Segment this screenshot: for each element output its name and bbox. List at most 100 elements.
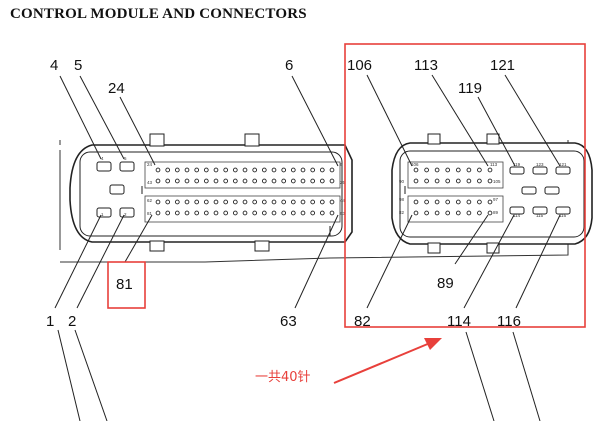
pin-mark: 81: [147, 211, 153, 216]
pin-mark: 105: [493, 179, 501, 184]
pin-mark: 98: [399, 197, 405, 202]
connector-a-large-pin: [119, 207, 135, 218]
connector-b-pin-area: [407, 195, 504, 223]
pin-socket: [310, 199, 316, 205]
callout-4: 4: [50, 57, 58, 74]
pin-socket: [424, 167, 429, 173]
pin-socket: [242, 210, 248, 216]
leader-lines: [54, 74, 561, 421]
pin-socket: [445, 199, 451, 205]
pin-socket: [329, 210, 335, 216]
pin-mark: 119: [513, 162, 521, 167]
large-pin-socket: [555, 166, 571, 175]
large-pin-socket: [509, 166, 525, 175]
connector-a-large-pin: [119, 161, 135, 172]
connector-a-pin-area: [144, 195, 341, 223]
pin-socket: [434, 167, 440, 173]
pin-socket: [434, 178, 440, 184]
pin-socket: [252, 210, 258, 216]
callout-113: 113: [414, 57, 438, 74]
connector-b-tab: [427, 133, 441, 145]
pin-socket: [329, 178, 335, 184]
pin-socket: [194, 210, 200, 216]
highlight-box-pin-81: [107, 261, 146, 309]
pin-socket: [194, 167, 200, 173]
pin-socket: [477, 167, 482, 173]
pin-socket: [242, 167, 248, 173]
callout-114: 114: [447, 313, 471, 330]
callout-116: 116: [497, 313, 521, 330]
pin-socket: [184, 178, 190, 184]
pin-socket: [477, 210, 482, 216]
pin-count-annotation: 一共40针: [255, 370, 311, 385]
connector-b-tab: [427, 242, 441, 254]
pin-socket: [477, 178, 482, 184]
pin-socket: [232, 210, 238, 216]
pin-mark: 5: [124, 156, 127, 161]
pin-socket: [165, 178, 171, 184]
pin-socket: [281, 167, 287, 173]
pin-socket: [319, 210, 325, 216]
pin-socket: [466, 210, 472, 216]
page-title: CONTROL MODULE AND CONNECTORS: [10, 6, 307, 22]
pin-socket: [413, 210, 419, 216]
connector-a-tab: [149, 240, 165, 252]
pin-socket: [232, 178, 238, 184]
connector-a-tab: [149, 133, 165, 147]
pin-socket: [455, 178, 461, 184]
pin-socket: [271, 199, 277, 205]
pin-socket: [319, 167, 325, 173]
pin-socket: [455, 210, 461, 216]
pin-socket: [184, 167, 190, 173]
pin-socket: [290, 199, 296, 205]
pin-socket: [424, 199, 429, 205]
pin-socket: [434, 210, 440, 216]
pin-socket: [300, 178, 306, 184]
pin-mark: 123: [536, 162, 544, 167]
pin-socket: [310, 210, 316, 216]
callout-2: 2: [68, 313, 76, 330]
pin-mark: 115: [536, 213, 544, 218]
pin-socket: [487, 178, 493, 184]
large-pin-socket: [555, 206, 571, 215]
pin-socket: [319, 178, 325, 184]
pin-socket: [413, 199, 419, 205]
connector-a-large-pin: [96, 161, 112, 172]
connector-a-pins: [155, 167, 335, 216]
callout-1: 1: [46, 313, 54, 330]
pin-socket: [232, 167, 238, 173]
pin-socket: [455, 199, 461, 205]
connector-a-pin-area: [144, 161, 341, 189]
pin-socket: [252, 167, 258, 173]
pin-socket: [290, 178, 296, 184]
pin-socket: [261, 210, 267, 216]
pin-socket: [155, 167, 161, 173]
pin-mark: 113: [490, 162, 498, 167]
pin-socket: [165, 210, 171, 216]
pin-mark: 43: [147, 180, 153, 185]
large-pin-socket: [532, 206, 548, 215]
pin-mark: 63: [340, 211, 346, 216]
pin-socket: [203, 178, 209, 184]
connector-a-tab: [254, 240, 270, 252]
pin-mark: 82: [399, 210, 405, 215]
pin-socket: [155, 199, 161, 205]
pin-socket: [413, 167, 419, 173]
pin-socket: [466, 178, 472, 184]
pin-mark: 116: [559, 213, 567, 218]
callout-6: 6: [285, 57, 293, 74]
pin-socket: [174, 178, 180, 184]
pin-socket: [445, 178, 451, 184]
large-pin-socket: [509, 206, 525, 215]
pin-mark: 25: [340, 180, 346, 185]
callout-5: 5: [74, 57, 82, 74]
callout-82: 82: [354, 313, 371, 330]
pin-socket: [203, 199, 209, 205]
pin-mark: 2: [124, 212, 127, 217]
callout-63: 63: [280, 313, 297, 330]
pin-socket: [300, 199, 306, 205]
pin-mark: 44: [340, 198, 346, 203]
pin-socket: [223, 199, 229, 205]
pin-socket: [271, 167, 277, 173]
pin-socket: [271, 210, 277, 216]
